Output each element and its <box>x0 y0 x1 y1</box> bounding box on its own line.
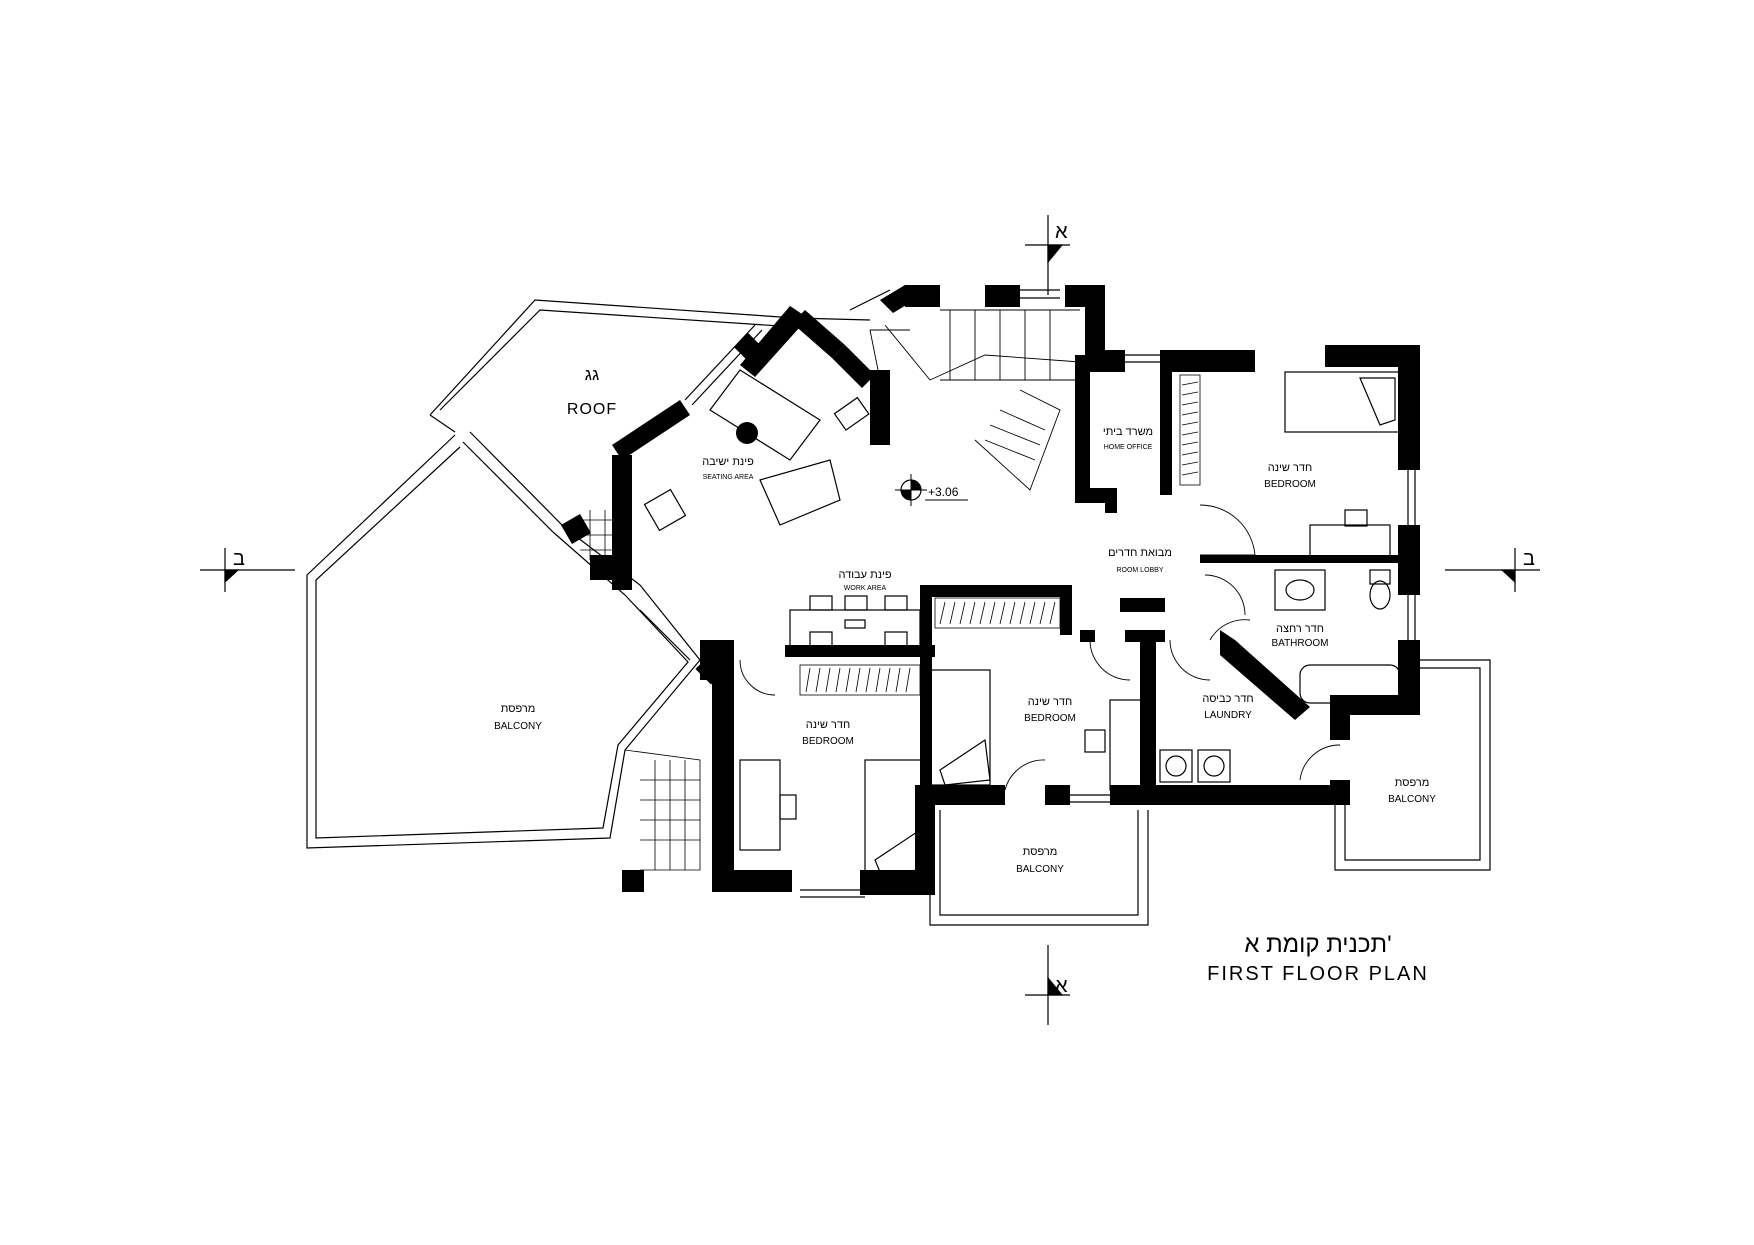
room-labels: גג ROOF פינת ישיבה SEATING AREA משרד בית… <box>494 365 1436 875</box>
level-value: +3.06 <box>928 485 959 499</box>
sofa <box>709 369 870 526</box>
section-marker-top <box>1025 215 1070 295</box>
lobby-label-he: מבואת חדרים <box>1108 547 1172 559</box>
balcony-s-label-he: מרפסת <box>1023 846 1058 858</box>
bedroom-ne-label-en: BEDROOM <box>1264 479 1316 490</box>
laundry-appliances <box>1159 749 1231 783</box>
work-label-he: פינת עבודה <box>838 569 891 581</box>
balcony-e-label-he: מרפסת <box>1395 777 1430 789</box>
west-balcony-outline <box>306 431 701 849</box>
office-label-en: HOME OFFICE <box>1104 444 1153 451</box>
section-b-left-label: ב <box>233 548 245 570</box>
plan-title-en: FIRST FLOOR PLAN <box>1207 963 1429 985</box>
laundry-label-he: חדר כביסה <box>1202 693 1253 705</box>
east-balcony-outline <box>1334 659 1491 871</box>
sw-stair-hatch <box>624 749 701 871</box>
roof-outline <box>429 299 871 433</box>
roof-label-en: ROOF <box>567 401 617 418</box>
plan-title-he: תכנית קומת א' <box>1244 931 1391 958</box>
level-marker: +3.06 <box>895 474 968 506</box>
bedroom-mid-label-he: חדר שינה <box>1028 696 1072 708</box>
laundry-label-en: LAUNDRY <box>1204 710 1252 721</box>
section-marker-right <box>1445 548 1540 592</box>
section-marker-left <box>200 548 295 592</box>
main-stair <box>869 309 1081 491</box>
bedroom-ne-label-he: חדר שינה <box>1268 462 1312 474</box>
closets <box>799 374 1201 696</box>
balcony-e-label-en: BALCONY <box>1388 794 1436 805</box>
walls <box>560 285 1420 895</box>
bathroom-label-en: BATHROOM <box>1271 638 1328 649</box>
seating-label-en: SEATING AREA <box>703 474 754 481</box>
balcony-w-label-he: מרפסת <box>501 703 536 715</box>
seating-label-he: פינת ישיבה <box>702 456 754 468</box>
plant-icon <box>736 422 758 444</box>
roof-label-he: גג <box>585 365 599 384</box>
bathroom-label-he: חדר רחצה <box>1276 623 1324 635</box>
office-label-he: משרד ביתי <box>1103 426 1153 438</box>
section-a-bottom-label: א <box>1055 975 1068 997</box>
balcony-w-label-en: BALCONY <box>494 721 542 732</box>
section-a-top-label: א <box>1055 221 1068 243</box>
doors <box>739 504 1341 791</box>
bedroom-sw-label-he: חדר שינה <box>806 719 850 731</box>
bedroom-sw-label-en: BEDROOM <box>802 736 854 747</box>
bedroom-mid-label-en: BEDROOM <box>1024 713 1076 724</box>
lobby-label-en: ROOM LOBBY <box>1116 567 1163 574</box>
armchair <box>643 488 687 532</box>
work-desk <box>789 595 921 651</box>
work-label-en: WORK AREA <box>844 585 887 592</box>
section-marker-bottom <box>1025 945 1070 1025</box>
section-b-right-label: ב <box>1523 548 1535 570</box>
balcony-s-label-en: BALCONY <box>1016 864 1064 875</box>
